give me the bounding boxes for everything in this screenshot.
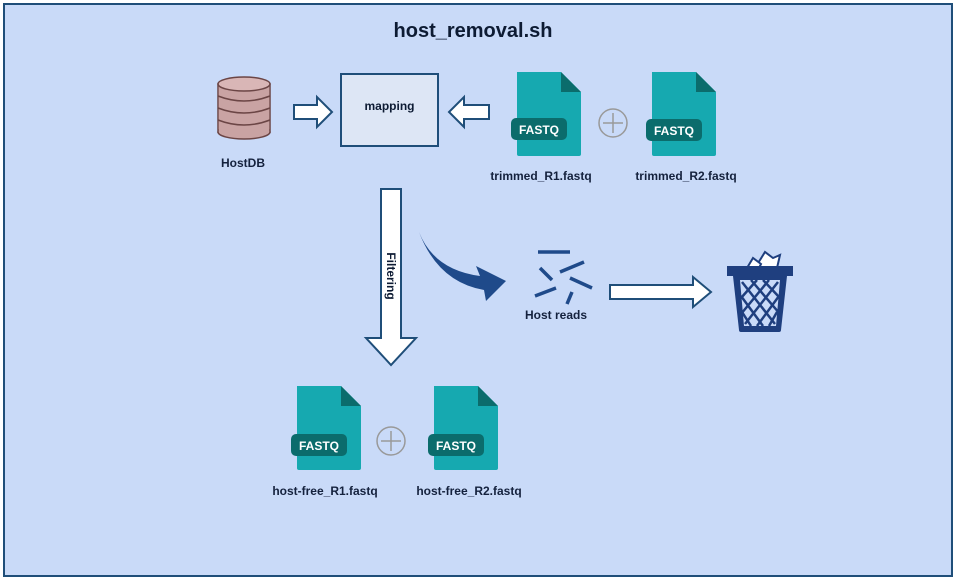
arrow-right-icon — [609, 274, 713, 310]
fastq-file-icon: FASTQ — [291, 386, 361, 470]
fastq-file-icon: FASTQ — [646, 72, 716, 156]
fastq-badge-text: FASTQ — [436, 439, 476, 453]
arrow-left-icon — [447, 94, 490, 130]
host-free-r1-label: host-free_R1.fastq — [272, 484, 378, 498]
filtering-label: Filtering — [384, 252, 398, 300]
plus-icon — [376, 426, 406, 456]
curved-arrow-icon — [419, 232, 506, 301]
trimmed-r1-label: trimmed_R1.fastq — [490, 169, 592, 183]
plus-icon — [598, 108, 628, 138]
arrow-right-icon — [293, 94, 334, 130]
hostdb-label: HostDB — [221, 156, 265, 170]
trimmed-r2-label: trimmed_R2.fastq — [635, 169, 737, 183]
fastq-badge-text: FASTQ — [299, 439, 339, 453]
trash-icon — [727, 250, 793, 332]
mapping-label: mapping — [364, 99, 415, 113]
fastq-file-icon: FASTQ — [428, 386, 498, 470]
host-free-r2-label: host-free_R2.fastq — [416, 484, 522, 498]
fastq-badge-text: FASTQ — [654, 124, 694, 138]
filtering-arrow-icon — [363, 188, 419, 367]
fastq-file-icon: FASTQ — [511, 72, 581, 156]
diagram-canvas — [3, 3, 953, 577]
mapping-process-box: mapping — [340, 73, 439, 147]
fastq-badge-text: FASTQ — [519, 123, 559, 137]
host-reads-label: Host reads — [524, 308, 588, 322]
fragments-icon — [534, 250, 593, 305]
diagram-title: host_removal.sh — [393, 20, 553, 42]
database-icon — [217, 76, 271, 140]
